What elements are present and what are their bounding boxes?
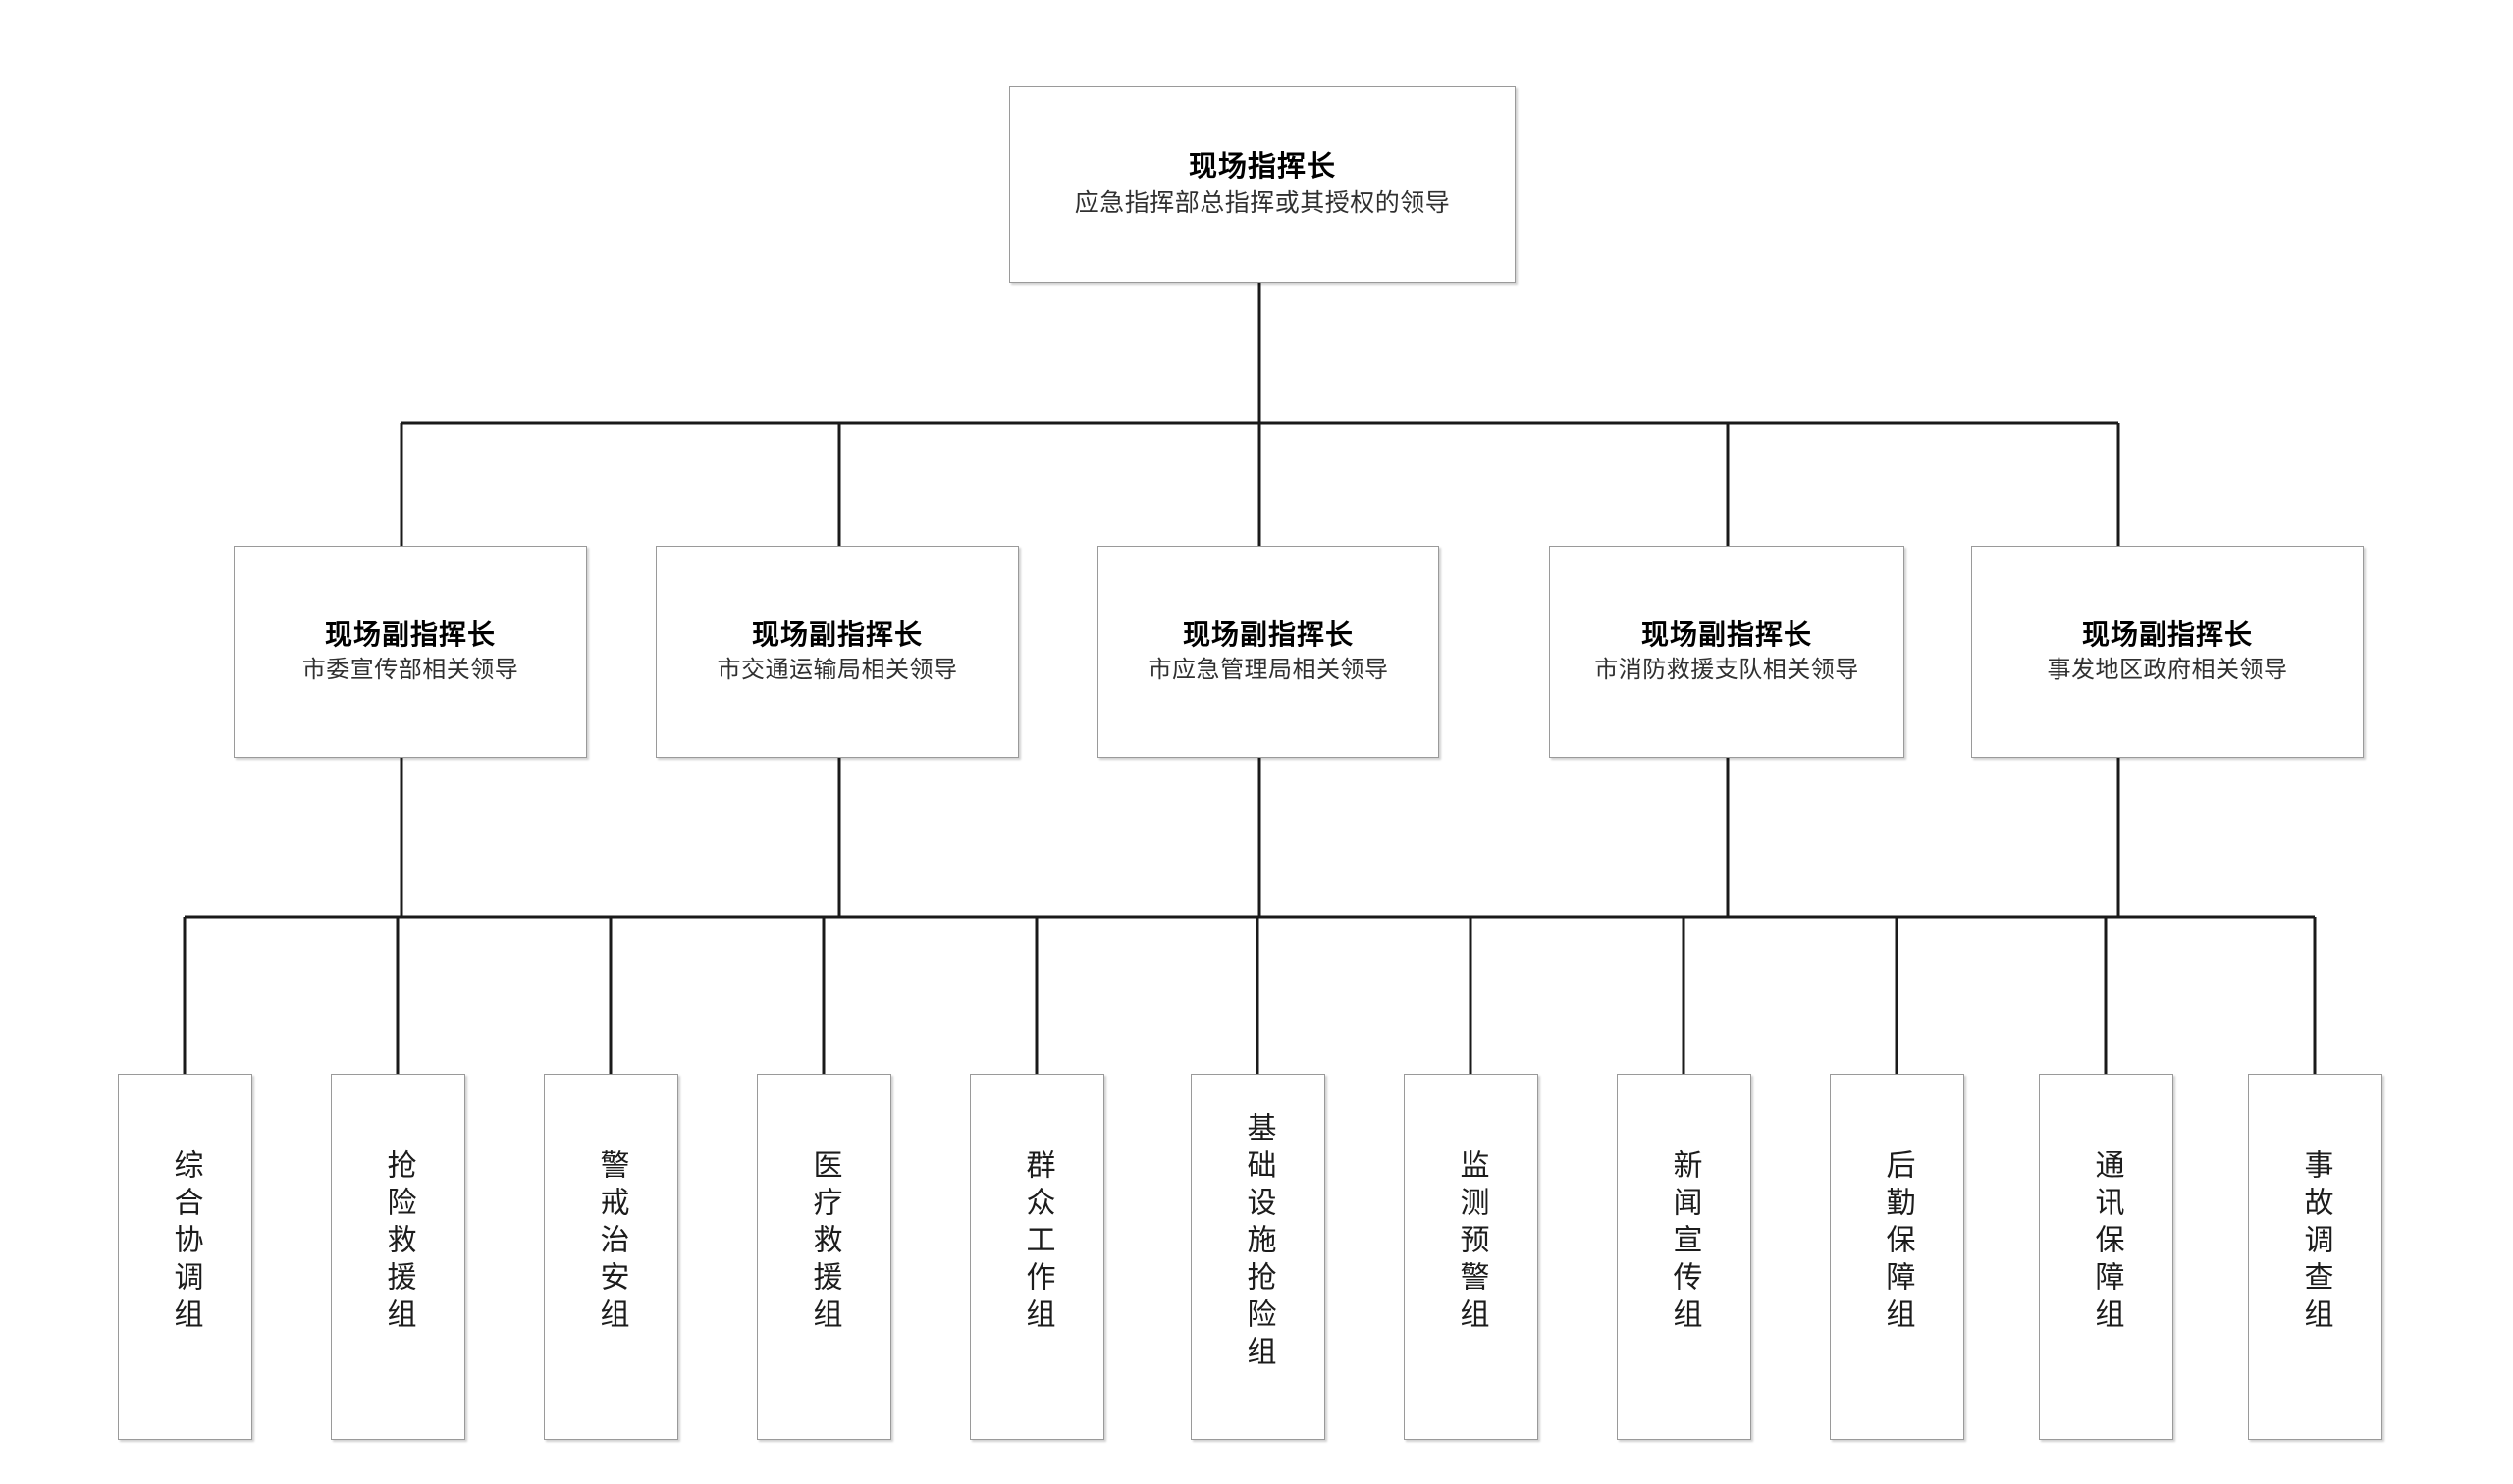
- node-deputy-3-subtitle: 市消防救援支队相关领导: [1594, 657, 1859, 683]
- node-group-1-label: 抢险救援组: [382, 1149, 415, 1336]
- node-deputy-1-subtitle: 市交通运输局相关领导: [717, 657, 958, 683]
- node-deputy-1-title: 现场副指挥长: [751, 619, 923, 651]
- node-deputy-1-text: 现场副指挥长 市交通运输局相关领导: [712, 618, 964, 686]
- node-group-security[interactable]: 警戒治安组: [544, 1074, 678, 1440]
- node-deputy-0-subtitle: 市委宣传部相关领导: [301, 657, 519, 683]
- node-root-text: 现场指挥长 应急指挥部总指挥或其授权的领导: [1069, 149, 1457, 219]
- node-group-communications[interactable]: 通讯保障组: [2039, 1074, 2173, 1440]
- node-deputy-4-text: 现场副指挥长 事发地区政府相关领导: [2042, 618, 2294, 686]
- node-group-9-label: 通讯保障组: [2090, 1149, 2123, 1336]
- node-group-medical[interactable]: 医疗救援组: [757, 1074, 891, 1440]
- node-deputy-commander-propaganda[interactable]: 现场副指挥长 市委宣传部相关领导: [234, 546, 587, 758]
- node-deputy-2-title: 现场副指挥长: [1182, 619, 1354, 651]
- node-group-6-label: 监测预警组: [1455, 1149, 1488, 1336]
- node-group-monitoring[interactable]: 监测预警组: [1404, 1074, 1538, 1440]
- node-deputy-commander-fire[interactable]: 现场副指挥长 市消防救援支队相关领导: [1549, 546, 1904, 758]
- node-deputy-3-text: 现场副指挥长 市消防救援支队相关领导: [1588, 618, 1865, 686]
- node-deputy-4-title: 现场副指挥长: [2081, 619, 2253, 651]
- node-root-title: 现场指挥长: [1188, 151, 1336, 184]
- node-group-4-label: 群众工作组: [1021, 1149, 1054, 1336]
- node-deputy-commander-transport[interactable]: 现场副指挥长 市交通运输局相关领导: [656, 546, 1019, 758]
- node-deputy-commander-localgov[interactable]: 现场副指挥长 事发地区政府相关领导: [1971, 546, 2364, 758]
- node-group-2-label: 警戒治安组: [595, 1149, 628, 1336]
- node-group-0-label: 综合协调组: [169, 1149, 202, 1336]
- node-group-investigation[interactable]: 事故调查组: [2248, 1074, 2382, 1440]
- node-group-coordination[interactable]: 综合协调组: [118, 1074, 252, 1440]
- node-deputy-2-text: 现场副指挥长 市应急管理局相关领导: [1143, 618, 1395, 686]
- node-group-logistics[interactable]: 后勤保障组: [1830, 1074, 1964, 1440]
- node-group-rescue[interactable]: 抢险救援组: [331, 1074, 465, 1440]
- node-group-10-label: 事故调查组: [2299, 1149, 2332, 1336]
- node-deputy-0-text: 现场副指挥长 市委宣传部相关领导: [296, 618, 525, 686]
- node-group-5-label: 基础设施抢险组: [1242, 1112, 1275, 1373]
- node-deputy-2-subtitle: 市应急管理局相关领导: [1148, 657, 1389, 683]
- node-deputy-commander-emergency[interactable]: 现场副指挥长 市应急管理局相关领导: [1097, 546, 1439, 758]
- node-root-subtitle: 应急指挥部总指挥或其授权的领导: [1074, 189, 1451, 217]
- node-deputy-0-title: 现场副指挥长: [324, 619, 496, 651]
- node-group-8-label: 后勤保障组: [1881, 1149, 1914, 1336]
- node-site-commander[interactable]: 现场指挥长 应急指挥部总指挥或其授权的领导: [1009, 86, 1516, 283]
- node-group-press[interactable]: 新闻宣传组: [1617, 1074, 1751, 1440]
- node-group-3-label: 医疗救援组: [808, 1149, 841, 1336]
- node-group-7-label: 新闻宣传组: [1668, 1149, 1701, 1336]
- node-deputy-3-title: 现场副指挥长: [1640, 619, 1812, 651]
- node-deputy-4-subtitle: 事发地区政府相关领导: [2047, 657, 2288, 683]
- node-group-infrastructure[interactable]: 基础设施抢险组: [1191, 1074, 1325, 1440]
- node-group-public-affairs[interactable]: 群众工作组: [970, 1074, 1104, 1440]
